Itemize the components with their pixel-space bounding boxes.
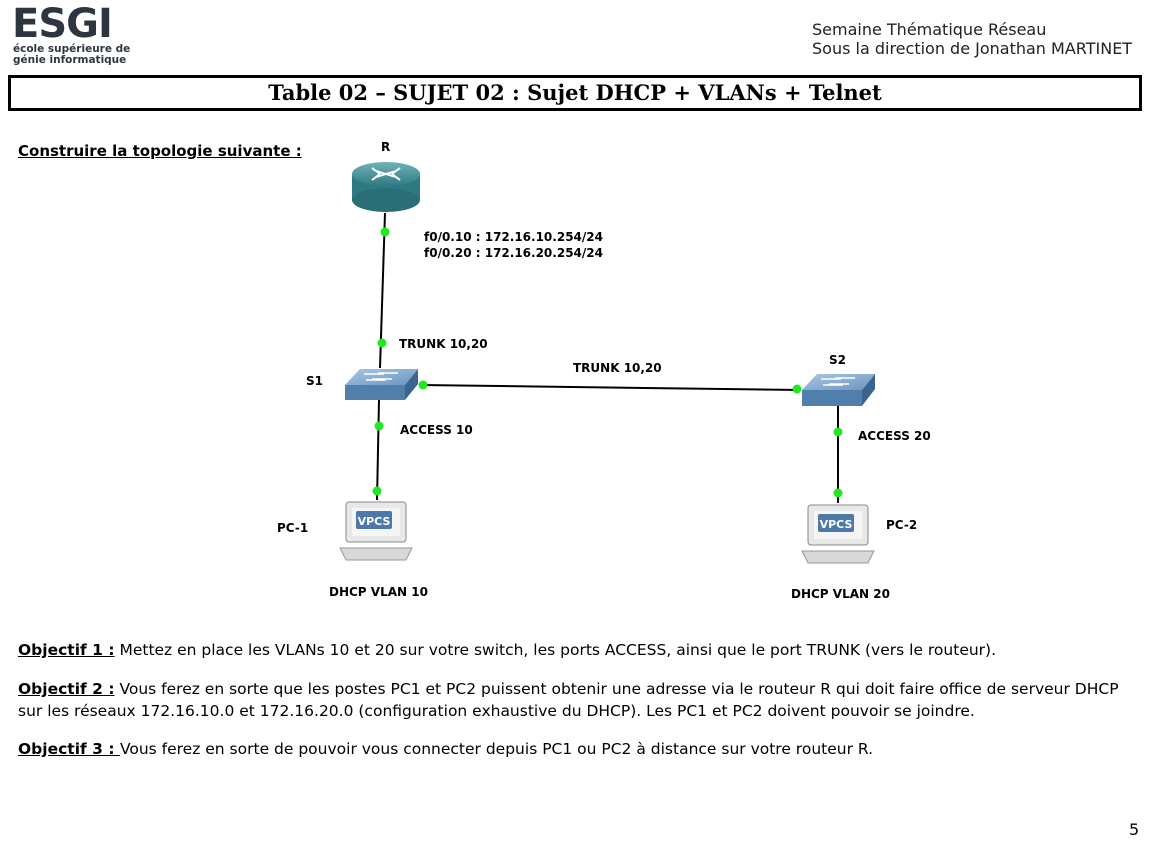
logo-subtitle: école supérieure de génie informatique [13,44,130,66]
objective-1-text: Mettez en place les VLANs 10 et 20 sur v… [114,641,997,659]
port-dot-s1-access [374,421,384,431]
s1-label: S1 [306,374,323,388]
pc2-vpcs-text: VPCS [820,518,853,531]
router-r-icon[interactable] [352,162,420,212]
page-title: Table 02 – SUJET 02 : Sujet DHCP + VLANs… [8,75,1142,111]
pc1-label: PC-1 [277,521,308,535]
pc2-vpcs-icon[interactable]: VPCS [801,504,875,564]
topology-diagram: VPCS VPCS R f0/0.10 : 172.16.10.254/24 f… [277,140,931,601]
header-info: Semaine Thématique Réseau Sous la direct… [812,20,1132,58]
pc1-vpcs-icon[interactable]: VPCS [339,501,413,561]
pc1-vpcs-text: VPCS [358,515,391,528]
router-interface-2: f0/0.20 : 172.16.20.254/24 [424,246,603,260]
link-s1-s2 [419,384,801,391]
objective-1-key: Objectif 1 : [18,641,115,659]
pc2-label: PC-2 [886,518,917,532]
objective-1: Objectif 1 : Mettez en place les VLANs 1… [18,639,1138,661]
port-dot-s1-s2 [418,380,428,390]
pc1-caption: DHCP VLAN 10 [329,585,428,599]
switch-s1-icon[interactable] [345,369,418,400]
logo-wordmark: ESGI [12,1,113,47]
access-label-s1: ACCESS 10 [400,423,473,437]
port-dot-s2-s1 [792,384,802,394]
link-s1-pc1 [376,399,380,501]
router-label: R [381,140,390,154]
header-line2: Sous la direction de Jonathan MARTINET [812,39,1133,58]
esgi-logo: ESGI école supérieure de génie informati… [12,1,130,68]
port-dot-pc1 [372,486,382,496]
header-line1: Semaine Thématique Réseau [812,20,1047,39]
objective-2-key: Objectif 2 : [18,680,115,698]
switch-s2-icon[interactable] [802,374,875,406]
router-interface-1: f0/0.10 : 172.16.10.254/24 [424,230,603,244]
logo-subtitle-line2: génie informatique [13,54,127,66]
logo-subtitle-line1: école supérieure de [13,43,131,55]
port-dot-s2-access [833,427,843,437]
trunk-label-r-s1: TRUNK 10,20 [399,337,488,351]
port-dot-r [380,227,390,237]
section-label: Construire la topologie suivante : [18,142,302,160]
objective-2: Objectif 2 : Vous ferez en sorte que les… [18,678,1138,722]
pc2-caption: DHCP VLAN 20 [791,587,890,601]
objective-3-key: Objectif 3 : [18,740,120,758]
port-dot-s1-trunk [377,338,387,348]
access-label-s2: ACCESS 20 [858,429,931,443]
page-number: 5 [1129,820,1140,839]
objective-2-text: Vous ferez en sorte que les postes PC1 e… [18,680,1119,720]
trunk-label-s1-s2: TRUNK 10,20 [573,361,662,375]
port-dot-pc2 [833,488,843,498]
s2-label: S2 [829,353,846,367]
objective-3: Objectif 3 : Vous ferez en sorte de pouv… [18,738,1138,760]
objective-3-text: Vous ferez en sorte de pouvoir vous conn… [119,740,874,758]
